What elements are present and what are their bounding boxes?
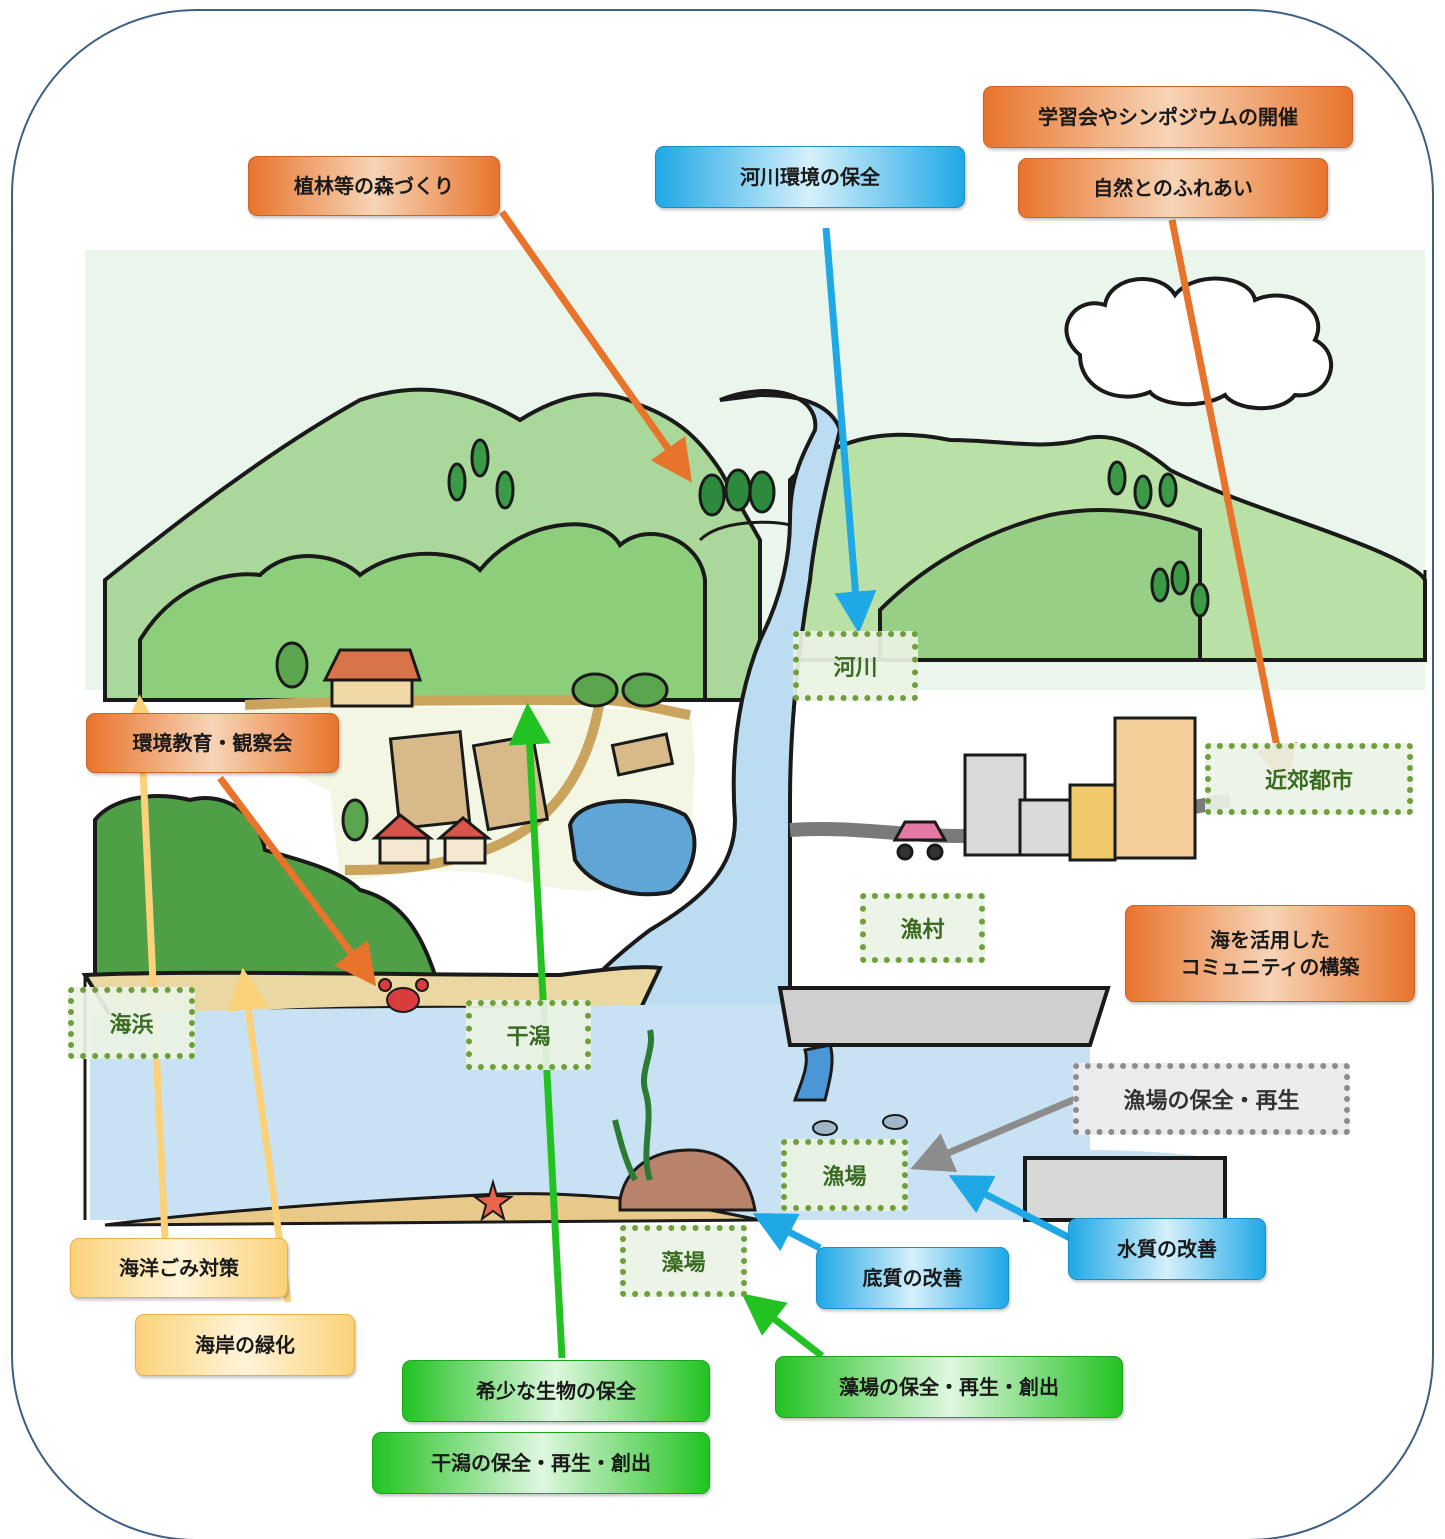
farm-house (322, 648, 423, 708)
village-trees (275, 641, 669, 842)
place-seagrass-bed[interactable]: 藻場 (620, 1225, 747, 1297)
arrow-sediment (752, 1213, 822, 1252)
coastal-forest (93, 794, 438, 977)
village-houses (371, 813, 493, 865)
study-sessions-button[interactable]: 学習会やシンポジウムの開催 (983, 86, 1353, 148)
place-suburb[interactable]: 近郊都市 (1205, 743, 1413, 815)
tidal-flat-conservation-button[interactable]: 干潟の保全・再生・創出 (372, 1432, 710, 1494)
arrow-litter (120, 694, 169, 1239)
forest-planting-button[interactable]: 植林等の森づくり (248, 156, 500, 216)
drain-outflow (792, 1043, 834, 1102)
water-quality-button[interactable]: 水質の改善 (1068, 1218, 1266, 1280)
starfish (472, 1178, 514, 1222)
river (567, 389, 843, 1062)
place-tidal-flat[interactable]: 干潟 (466, 1000, 591, 1070)
arrow-fishery (910, 1093, 1082, 1173)
arrow-env-edu (217, 775, 377, 987)
place-beach[interactable]: 海浜 (68, 987, 195, 1059)
place-river[interactable]: 河川 (793, 631, 918, 701)
car (892, 820, 948, 861)
city-buildings (963, 716, 1197, 862)
arrow-seagrass (741, 1293, 825, 1359)
seagrass-conservation-button[interactable]: 藻場の保全・再生・創出 (775, 1356, 1123, 1418)
seaweed (612, 1029, 654, 1182)
place-fishing-ground[interactable]: 漁場 (781, 1139, 908, 1211)
breakwater (1023, 1156, 1227, 1222)
fishery-conservation-button[interactable]: 漁場の保全・再生 (1073, 1063, 1350, 1135)
environmental-education-button[interactable]: 環境教育・観察会 (86, 713, 339, 773)
seawall (777, 986, 1111, 1047)
coastal-greening-button[interactable]: 海岸の緑化 (135, 1314, 355, 1376)
nature-contact-button[interactable]: 自然とのふれあい (1018, 158, 1328, 218)
arrow-forest (499, 209, 693, 483)
pond (567, 799, 697, 897)
arrow-nature (1168, 219, 1298, 788)
crab (378, 978, 429, 1013)
sediment-button[interactable]: 底質の改善 (816, 1247, 1009, 1309)
community-building-button[interactable]: 海を活用した コミュニティの構築 (1125, 905, 1415, 1002)
place-fishing-village[interactable]: 漁村 (860, 893, 985, 963)
arrow-river (822, 227, 877, 634)
arrow-water (948, 1175, 1072, 1242)
marine-litter-button[interactable]: 海洋ごみ対策 (70, 1238, 288, 1298)
mountain-trees (447, 438, 1210, 618)
river-environment-button[interactable]: 河川環境の保全 (655, 146, 965, 208)
mountain-ridge (878, 508, 1202, 662)
fish (812, 1114, 908, 1136)
rare-species-button[interactable]: 希少な生物の保全 (402, 1360, 710, 1422)
planted-trees (698, 468, 791, 542)
